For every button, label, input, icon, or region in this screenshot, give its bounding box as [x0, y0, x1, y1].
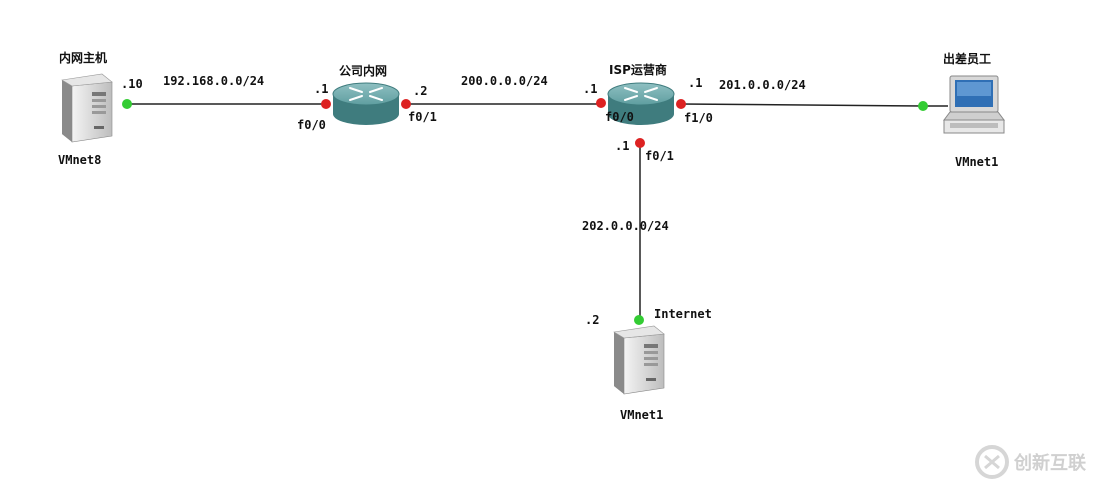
internet-subnet-label: 202.0.0.0/24 [582, 219, 669, 233]
wan-company-if-label: f0/1 [408, 110, 437, 124]
watermark-logo-mark [984, 454, 1000, 470]
internet-isp-ip-label: .1 [615, 139, 629, 153]
ports [122, 98, 928, 325]
traveler-laptop-icon[interactable] [943, 75, 1005, 134]
port-isp-f10 [676, 99, 686, 109]
wan-company-ip-label: .2 [413, 84, 427, 98]
internet-server-vmnet-label: VMnet1 [620, 408, 663, 422]
remote-isp-if-label: f1/0 [684, 111, 713, 125]
intranet-host-ip-label: .10 [121, 77, 143, 91]
port-laptop-up [918, 101, 928, 111]
wan-subnet-label: 200.0.0.0/24 [461, 74, 548, 88]
watermark-logo-icon [975, 445, 1009, 479]
lan-subnet-label: 192.168.0.0/24 [163, 74, 264, 88]
internet-isp-if-label: f0/1 [645, 149, 674, 163]
port-company-f00 [321, 99, 331, 109]
remote-subnet-label: 201.0.0.0/24 [719, 78, 806, 92]
traveler-label: 出差员工 [943, 51, 991, 66]
internet-server-label: Internet [654, 307, 712, 321]
link-remote [680, 103, 924, 107]
watermark-logo: 创新互联 [975, 445, 1086, 479]
isp-router-icon[interactable] [607, 82, 675, 125]
intranet-host-server-icon[interactable] [61, 73, 113, 143]
wan-isp-if-label: f0/0 [605, 110, 634, 124]
remote-isp-ip-label: .1 [688, 76, 702, 90]
watermark-text: 创新互联 [1013, 452, 1086, 474]
intranet-host-label: 内网主机 [59, 50, 107, 65]
lan-router-if-label: f0/0 [297, 118, 326, 132]
port-host-up [122, 99, 132, 109]
port-company-f01 [401, 99, 411, 109]
isp-router-label: ISP运营商 [609, 62, 667, 77]
company-router-icon[interactable] [332, 82, 400, 125]
links [127, 103, 948, 320]
internet-server-ip-label: .2 [585, 313, 599, 327]
intranet-host-vmnet-label: VMnet8 [58, 153, 101, 167]
wan-isp-ip-label: .1 [583, 82, 597, 96]
lan-router-ip-label: .1 [314, 82, 328, 96]
port-internet-up [634, 315, 644, 325]
company-router-label: 公司内网 [339, 63, 387, 78]
traveler-vmnet-label: VMnet1 [955, 155, 998, 169]
port-isp-f00 [596, 98, 606, 108]
port-isp-f01 [635, 138, 645, 148]
internet-server-icon[interactable] [613, 325, 665, 395]
